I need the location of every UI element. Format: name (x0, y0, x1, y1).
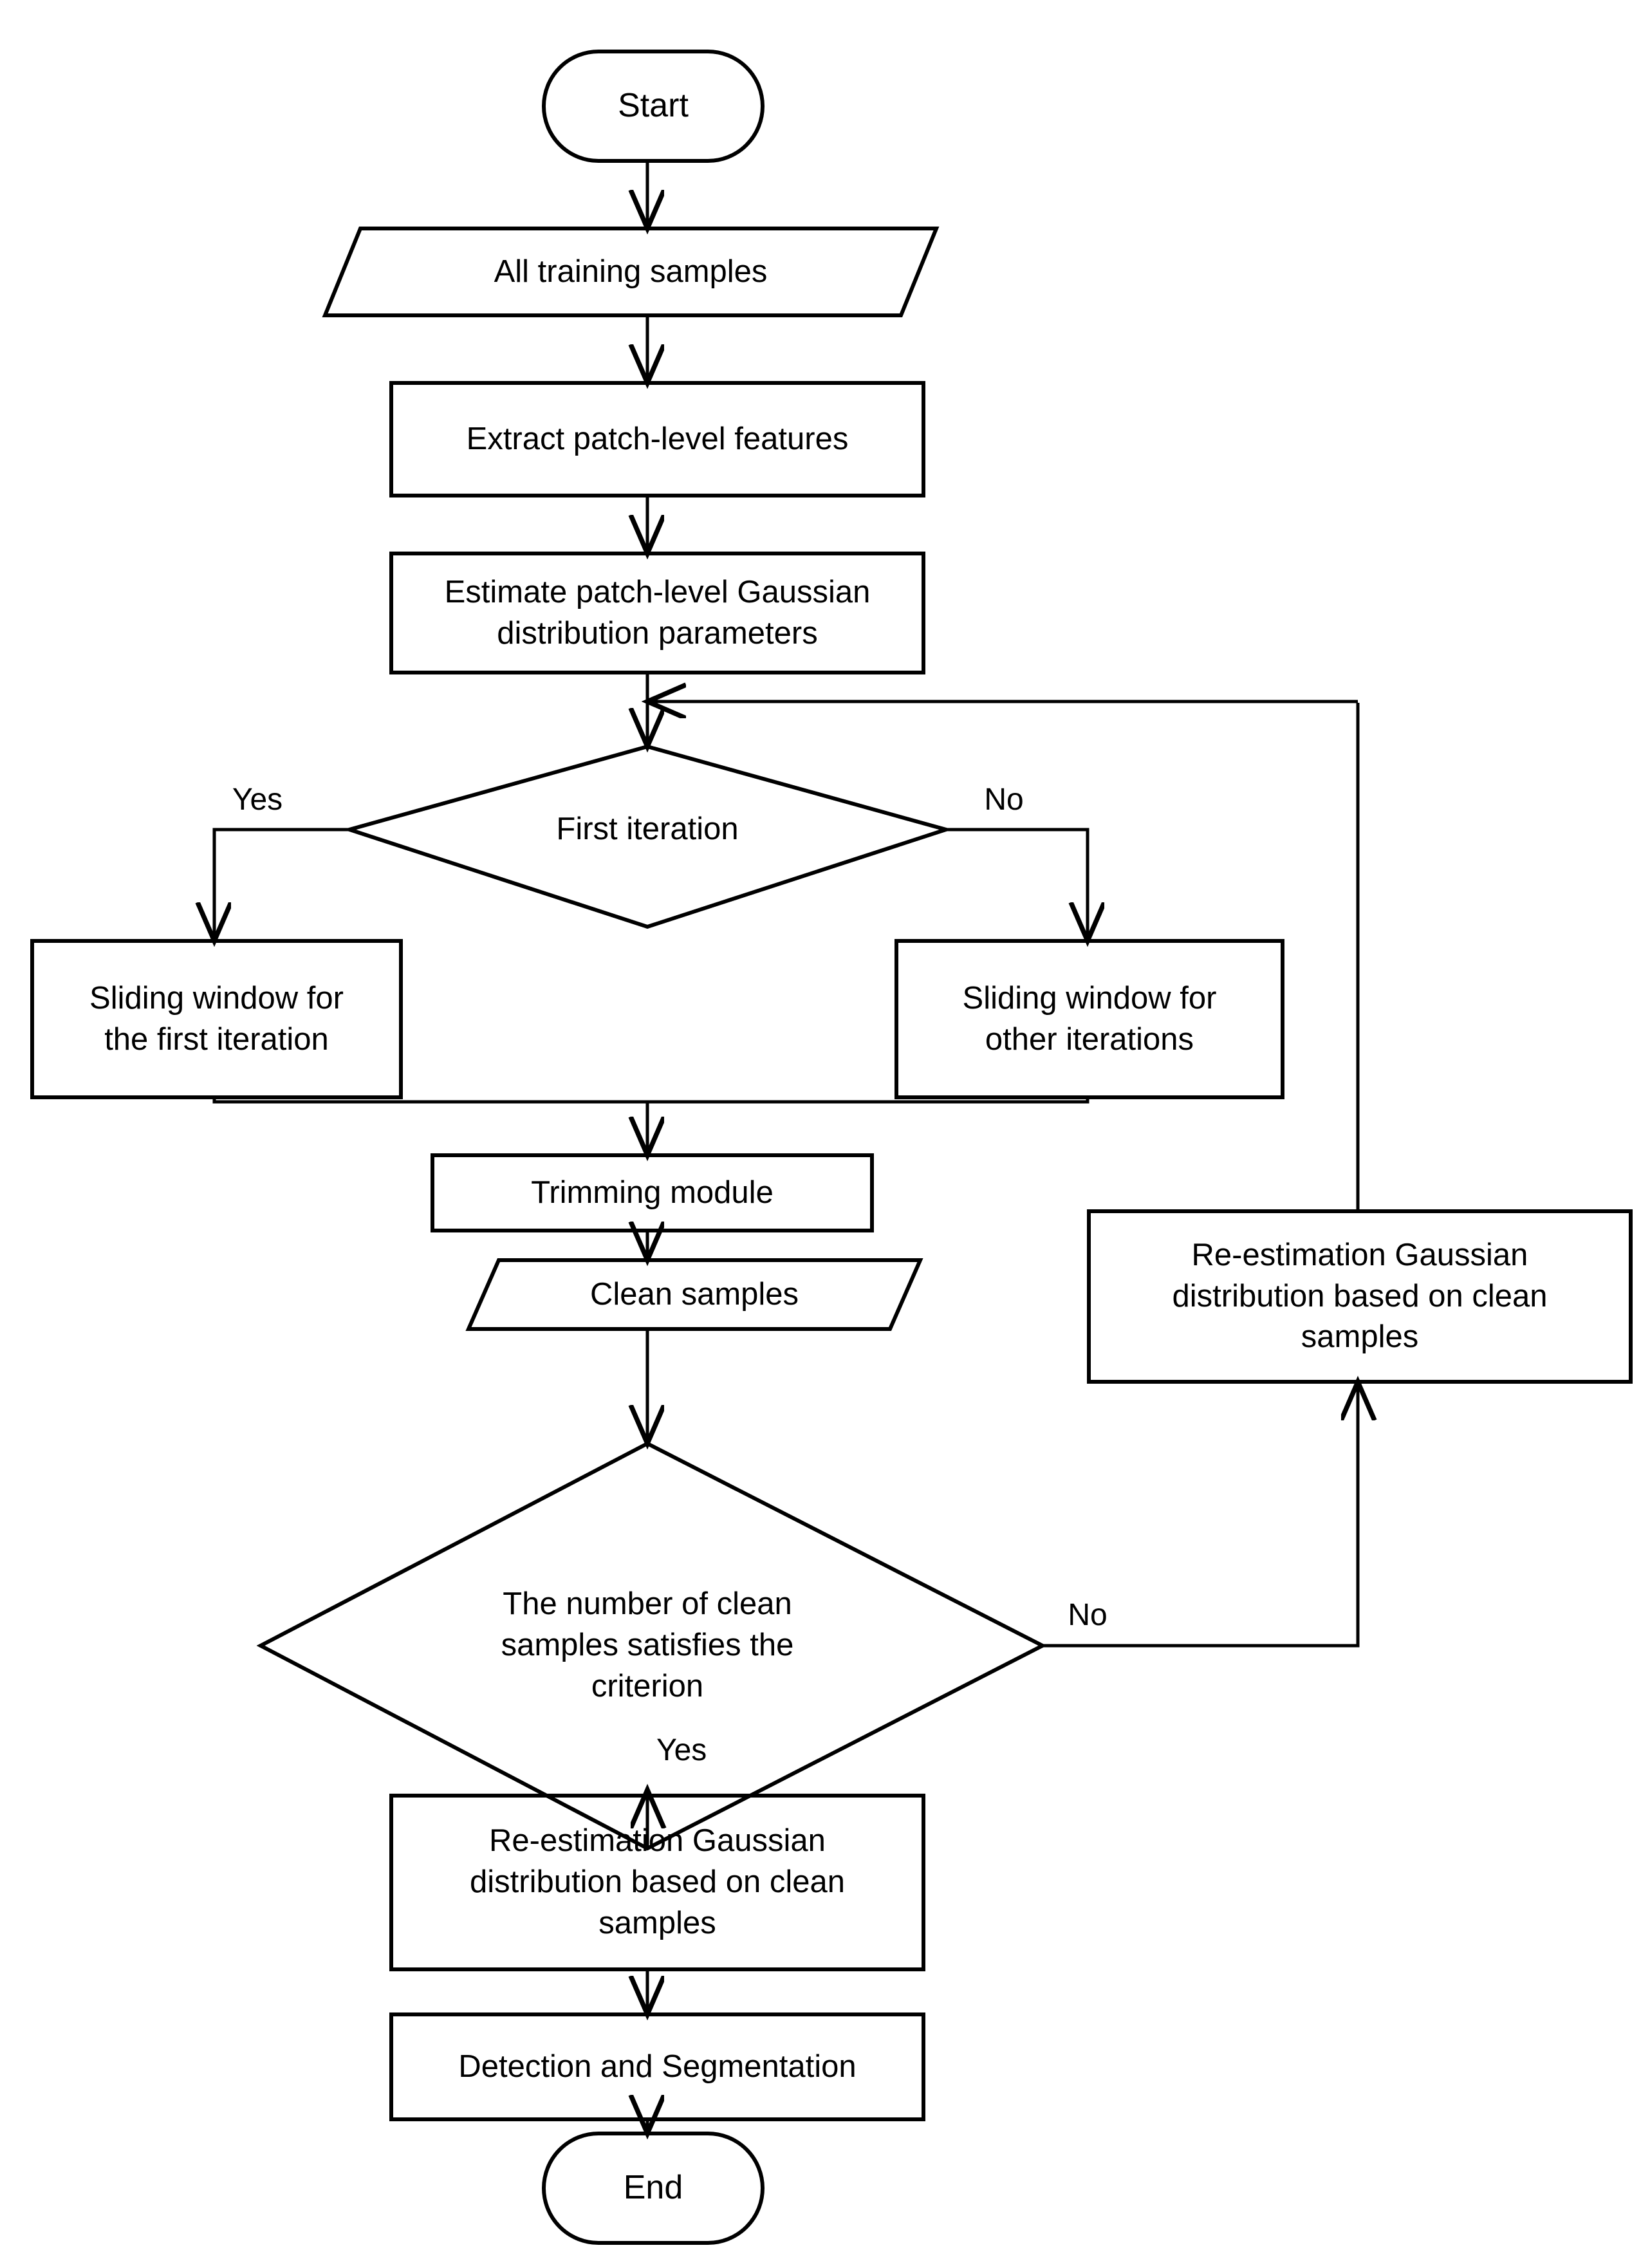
all-training-samples-shape (322, 227, 940, 317)
reestimation-loop-shape (1087, 1209, 1633, 1384)
detection-segmentation-shape (389, 2012, 925, 2121)
estimate-params-shape (389, 552, 925, 674)
edge-decision-yes (214, 828, 349, 938)
clean-samples-shape (465, 1258, 923, 1331)
sliding-other-shape (895, 939, 1284, 1099)
criterion-check-shape (256, 1441, 1047, 1851)
first-iteration-shape (342, 744, 953, 929)
start-shape (542, 50, 765, 163)
edge-criterion-no (1043, 1385, 1358, 1648)
sliding-first-shape (30, 939, 403, 1099)
reestimation-final-shape (389, 1794, 925, 1971)
edge-sliding-first-join (212, 1097, 647, 1104)
end-shape (542, 2132, 765, 2245)
edge-sliding-other-join (647, 1097, 1089, 1104)
edge-decision-no (946, 828, 1088, 938)
extract-features-shape (389, 381, 925, 497)
trimming-module-shape (431, 1153, 874, 1232)
